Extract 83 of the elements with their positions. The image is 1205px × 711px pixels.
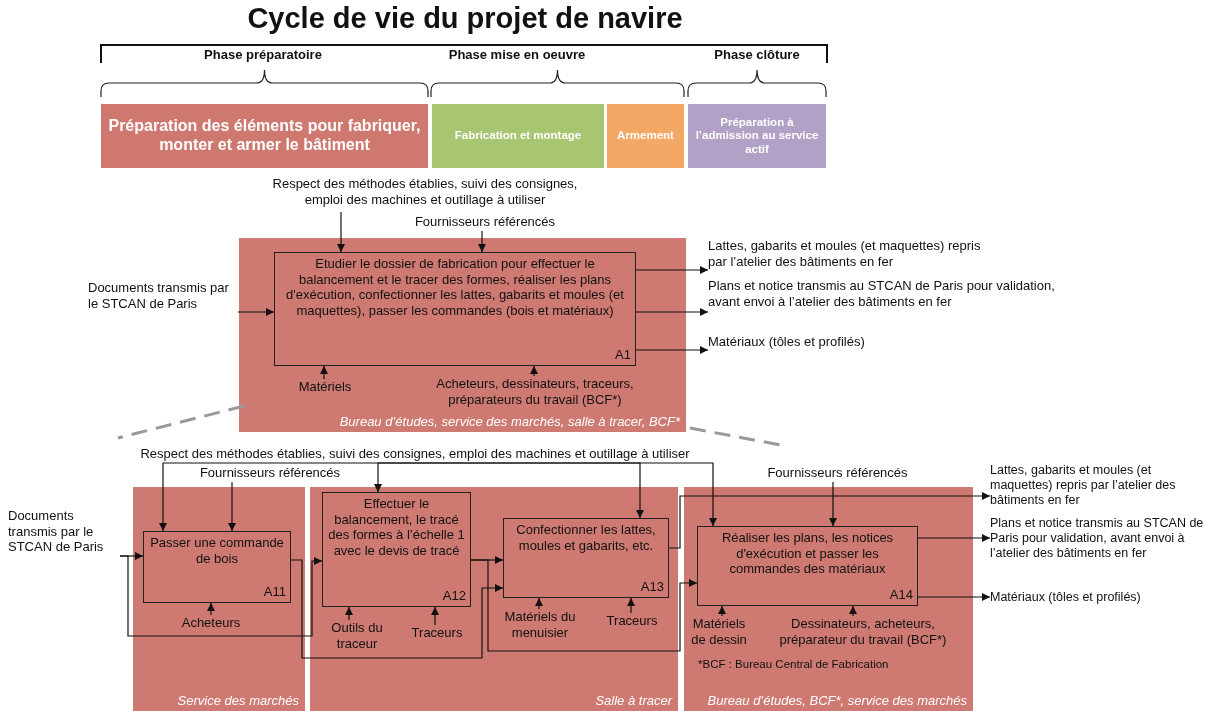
department-caption: Salle à tracer — [595, 692, 672, 708]
arrow — [530, 365, 538, 377]
stage-bar — [101, 104, 428, 168]
phase-heading: Phase clôture — [714, 47, 800, 62]
department-panel — [684, 487, 973, 711]
arrow — [917, 593, 991, 601]
activity-text: Effectuer le balancement, le tracé des formes à l’échelle 1 avec le devis de tracé — [327, 496, 466, 559]
footnote: *BCF : Bureau Central de Fabrication — [698, 658, 889, 670]
phase-heading: Phase préparatoire — [204, 47, 322, 62]
arrow — [470, 559, 698, 652]
output-label: Lattes, gabarits et moules (et maquettes) repris par l’atelier des bâtiments en fer — [708, 238, 998, 272]
mechanism-label: Traceurs — [405, 625, 469, 642]
activity-text: Confectionner les lattes, moules et gabarits, etc. — [515, 522, 657, 554]
arrow — [337, 211, 345, 253]
activity-code: A14 — [889, 587, 913, 603]
department-panel — [239, 238, 686, 432]
control-label: Fournisseurs référencés — [390, 214, 580, 231]
activity-box — [503, 518, 669, 598]
stage-text: Préparation à l’admission au service actif — [694, 115, 820, 157]
activity-text: Passer une commande de bois — [149, 535, 285, 567]
activity-code: A12 — [442, 588, 466, 604]
output-label: Lattes, gabarits et moules (et maquettes) repris par l’atelier des bâtiments en fer — [990, 463, 1205, 513]
department-caption: Bureau d’études, service des marchés, salle à tracer, BCF* — [339, 413, 680, 429]
activity-text: Réaliser les plans, les notices d'exécution et passer les commandes des matériaux — [720, 530, 895, 577]
arrow — [237, 308, 275, 316]
activity-box — [143, 531, 291, 603]
stage-text: Fabrication et montage — [454, 129, 582, 143]
control-label: Respect des méthodes établies, suivi des consignes, emploi des machines et outillage à utiliser — [255, 176, 595, 212]
arrow — [635, 308, 709, 316]
activity-box — [274, 252, 636, 366]
mechanism-label: Matériels de dessin — [686, 616, 752, 650]
arrow — [345, 606, 353, 621]
control-label: Fournisseurs référencés — [180, 465, 360, 482]
arrow — [718, 605, 726, 617]
output-label: Matériaux (tôles et profilés) — [708, 334, 948, 351]
input-label: Documents transmis par le STCAN de Paris — [8, 508, 120, 558]
phase-heading: Phase mise en oeuvre — [448, 47, 586, 62]
mechanism-label: Traceurs — [598, 613, 666, 630]
arrow — [635, 346, 709, 354]
activity-code: A13 — [640, 579, 664, 595]
activity-code: A1 — [615, 347, 631, 363]
arrow — [917, 534, 991, 542]
arrow — [627, 597, 635, 614]
department-panel — [310, 487, 678, 711]
control-label: Fournisseurs référencés — [745, 465, 930, 482]
output-label: Matériaux (tôles et profilés) — [990, 590, 1205, 607]
stage-text: Préparation des éléments pour fabriquer, monter et armer le bâtiment — [107, 117, 422, 155]
arrow — [849, 605, 857, 617]
mechanism-label: Dessinateurs, acheteurs, préparateur du travail (BCF*) — [756, 616, 970, 650]
arrow — [535, 597, 543, 610]
stage-bar — [432, 104, 604, 168]
department-caption: Bureau d’études, BCF*, service des marchés — [707, 692, 967, 708]
arrow — [374, 462, 416, 493]
arrow — [207, 602, 215, 616]
input-label: Documents transmis par le STCAN de Paris — [88, 280, 238, 314]
arrow — [320, 365, 328, 380]
activity-box — [322, 492, 471, 607]
mechanism-label: Acheteurs, dessinateurs, traceurs, préparateurs du travail (BCF*) — [400, 376, 670, 410]
arrow — [668, 492, 991, 549]
department-panel — [133, 487, 305, 711]
arrow — [431, 606, 439, 626]
mechanism-label: Acheteurs — [170, 615, 252, 632]
stage-text: Armement — [617, 129, 674, 143]
arrow — [290, 559, 504, 659]
department-caption: Service des marchés — [177, 692, 299, 708]
activity-text: Etudier le dossier de fabrication pour effectuer le balancement et le tracer des formes, réaliser les plans d'exécution, confectionner les lattes, gabarits et moules (et maquettes), passer les commandes (bois et matériaux) — [285, 256, 625, 319]
activity-box — [697, 526, 918, 606]
activity-code: A11 — [263, 584, 286, 600]
diagram-title: Cycle de vie du projet de navire — [247, 2, 683, 35]
mechanism-label: Matériels du menuisier — [492, 609, 588, 643]
arrow — [635, 266, 709, 274]
arrow — [829, 481, 837, 527]
output-label: Plans et notice transmis au STCAN de Paris pour validation, avant envoi à l’atelier des bâtiments en fer — [708, 278, 1086, 312]
arrow — [414, 462, 717, 527]
stage-bar — [688, 104, 826, 168]
arrow — [478, 230, 486, 253]
arrow — [119, 555, 323, 637]
arrow — [228, 481, 236, 532]
control-label: Respect des méthodes établies, suivi des consignes, emploi des machines et outillage à utiliser — [95, 446, 735, 463]
mechanism-label: Outils du traceur — [318, 620, 396, 654]
stage-bar — [607, 104, 684, 168]
output-label: Plans et notice transmis au STCAN de Paris pour validation, avant envoi à l’atelier des bâtiments en fer — [990, 516, 1205, 582]
mechanism-label: Matériels — [285, 379, 365, 396]
